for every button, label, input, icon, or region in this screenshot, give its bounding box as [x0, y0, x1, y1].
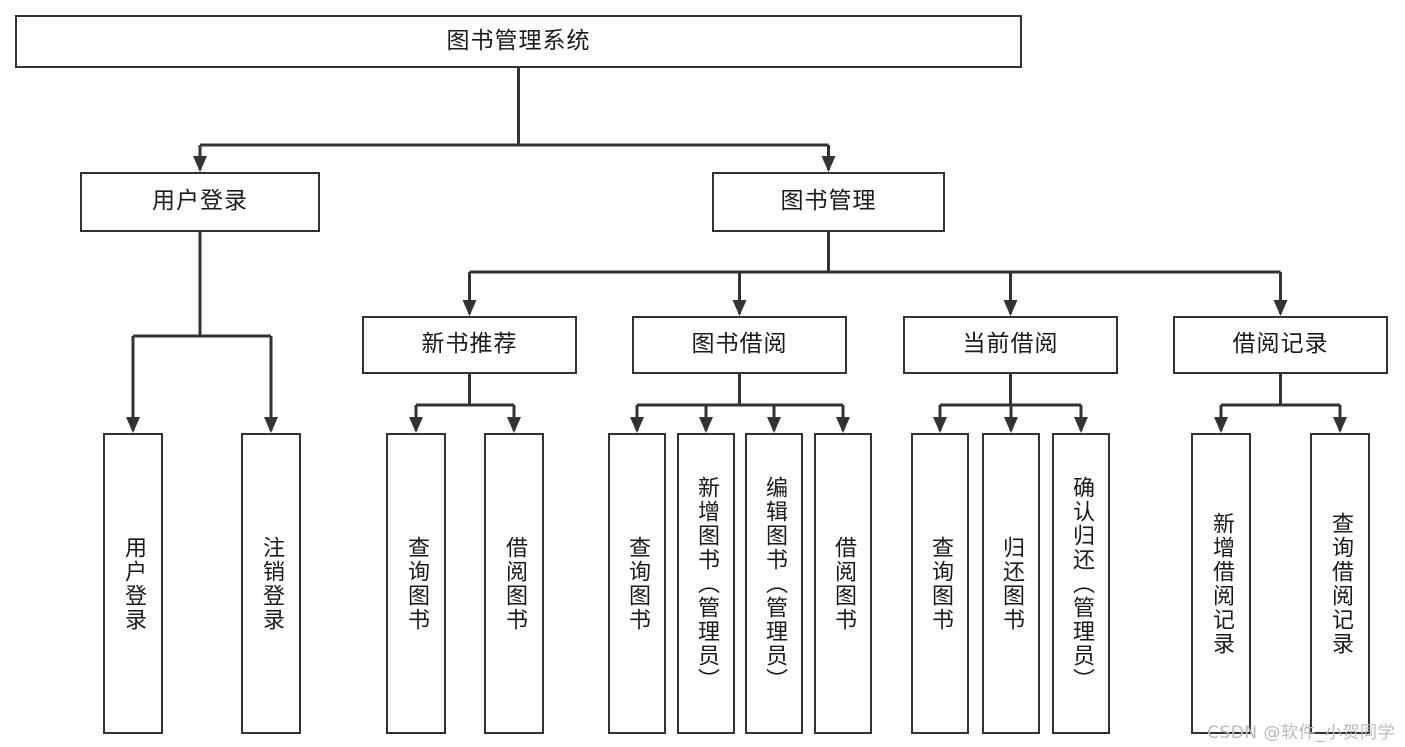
node-label: 用户登录: [120, 535, 146, 632]
leaf-node[interactable]: 确认归还（管理员）: [1052, 433, 1110, 734]
leaf-node[interactable]: 查询图书: [608, 433, 666, 734]
level3-node[interactable]: 新书推荐: [362, 316, 577, 374]
leaf-node[interactable]: 编辑图书（管理员）: [745, 433, 803, 734]
level3-node[interactable]: 图书借阅: [632, 316, 847, 374]
node-label: 查询图书: [403, 535, 429, 632]
level2-node[interactable]: 用户登录: [80, 172, 320, 232]
node-label: 注销登录: [258, 535, 284, 632]
node-label: 查询图书: [624, 535, 650, 632]
node-label: 新增借阅记录: [1208, 511, 1234, 656]
leaf-node[interactable]: 新增图书（管理员）: [677, 433, 735, 734]
node-label: 借阅图书: [501, 535, 527, 632]
node-label: 借阅记录: [1232, 331, 1329, 358]
leaf-node[interactable]: 借阅图书: [814, 433, 872, 734]
node-label: 归还图书: [998, 535, 1024, 632]
node-label: 新书推荐: [421, 331, 518, 358]
watermark-text: CSDN @软件_小贺同学: [1207, 723, 1395, 743]
node-label: 编辑图书（管理员）: [761, 475, 787, 692]
node-label: 确认归还（管理员）: [1068, 475, 1094, 692]
node-label: 图书借阅: [691, 331, 788, 358]
leaf-node[interactable]: 查询借阅记录: [1310, 433, 1370, 734]
node-label: 查询图书: [927, 535, 953, 632]
leaf-node[interactable]: 借阅图书: [484, 433, 544, 734]
node-label: 用户登录: [152, 188, 248, 215]
node-label: 借阅图书: [830, 535, 856, 632]
root-node[interactable]: 图书管理系统: [15, 15, 1022, 68]
leaf-node[interactable]: 查询图书: [911, 433, 969, 734]
node-label: 新增图书（管理员）: [693, 475, 719, 692]
level2-node[interactable]: 图书管理: [712, 172, 945, 232]
level3-node[interactable]: 当前借阅: [903, 316, 1118, 374]
node-label: 图书管理系统: [446, 27, 591, 54]
node-label: 当前借阅: [962, 331, 1059, 358]
level3-node[interactable]: 借阅记录: [1173, 316, 1388, 374]
leaf-node[interactable]: 查询图书: [386, 433, 446, 734]
node-label: 图书管理: [780, 188, 877, 215]
leaf-node[interactable]: 归还图书: [982, 433, 1040, 734]
leaf-node[interactable]: 新增借阅记录: [1191, 433, 1251, 734]
leaf-node[interactable]: 注销登录: [241, 433, 301, 734]
leaf-node[interactable]: 用户登录: [103, 433, 163, 734]
node-label: 查询借阅记录: [1327, 511, 1353, 656]
